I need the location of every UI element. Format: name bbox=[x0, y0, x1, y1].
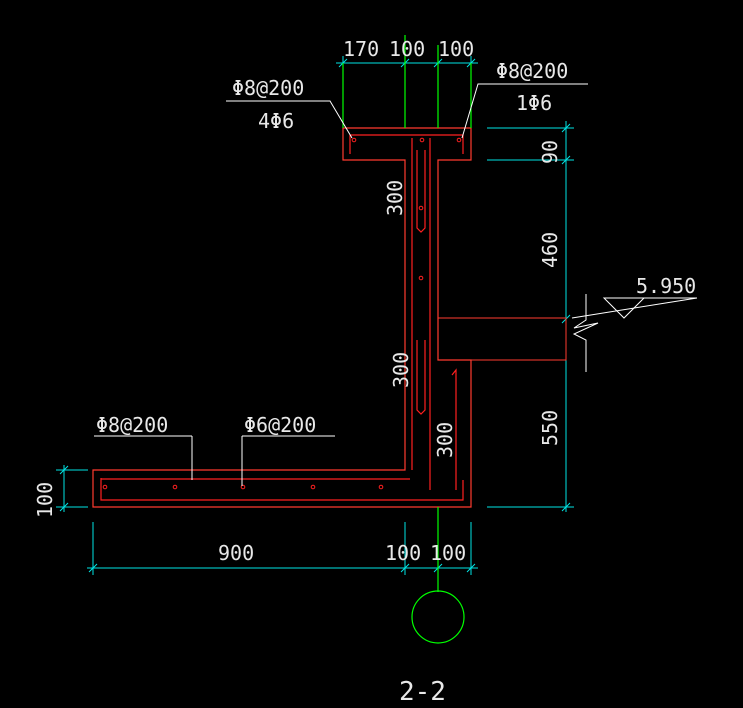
top-dim-100-b: 100 bbox=[438, 37, 474, 61]
left-dim-tick bbox=[59, 502, 69, 512]
slab-callout-2: Φ6@200 bbox=[244, 413, 316, 437]
concrete-section-shape bbox=[92, 127, 472, 508]
web-dim-300-lower: 300 bbox=[389, 352, 413, 388]
top-dim-100-a: 100 bbox=[389, 37, 425, 61]
bottom-dim-tick bbox=[88, 563, 98, 573]
rebar-dot bbox=[418, 275, 424, 281]
dimension-lines bbox=[56, 56, 574, 575]
left-dim-tick bbox=[59, 465, 69, 475]
left-callout-line1: Φ8@200 bbox=[232, 76, 304, 100]
bottom-dim-tick bbox=[466, 563, 476, 573]
rebar-group bbox=[100, 134, 464, 501]
rebar-dot bbox=[456, 137, 462, 143]
rebar-dot bbox=[310, 484, 316, 490]
concrete-outline bbox=[92, 127, 472, 508]
level-line bbox=[438, 317, 567, 361]
right-dim-tick bbox=[561, 123, 571, 133]
axis-group bbox=[342, 35, 472, 644]
left-callout-line2: 4Φ6 bbox=[258, 109, 294, 133]
level-group bbox=[438, 294, 698, 372]
right-callout-leader bbox=[461, 83, 489, 139]
rebar-dot bbox=[240, 484, 246, 490]
text-labels: 170 100 100 Φ8@200 4Φ6 Φ8@200 1Φ6 90 460… bbox=[33, 37, 696, 707]
right-dim-90: 90 bbox=[538, 140, 562, 164]
web-dim-300-upper: 300 bbox=[383, 180, 407, 216]
slab-bar-bottom bbox=[100, 478, 464, 501]
right-callout-line2: 1Φ6 bbox=[516, 91, 552, 115]
flange-stirrup bbox=[349, 134, 464, 154]
break-symbol bbox=[572, 294, 599, 372]
right-dim-550: 550 bbox=[538, 410, 562, 446]
bottom-dim-100-b: 100 bbox=[430, 541, 466, 565]
rebar-dot bbox=[172, 484, 178, 490]
web-lower-hook bbox=[416, 340, 426, 415]
bottom-dim-100-a: 100 bbox=[385, 541, 421, 565]
elevation-triangle bbox=[602, 297, 646, 319]
right-dim-460: 460 bbox=[538, 232, 562, 268]
rebar-dot bbox=[351, 137, 357, 143]
right-dim-tick bbox=[561, 502, 571, 512]
rebar-dot bbox=[419, 137, 425, 143]
right-dim-tick bbox=[561, 155, 571, 165]
bottom-dim-tick bbox=[400, 563, 410, 573]
right-callout-line1: Φ8@200 bbox=[496, 59, 568, 83]
axis-bubble bbox=[411, 590, 465, 644]
section-title: 2-2 bbox=[399, 677, 446, 707]
rebar-dots bbox=[102, 137, 462, 490]
leg-dim-300: 300 bbox=[433, 422, 457, 458]
rebar-dot bbox=[102, 484, 108, 490]
top-dim-170: 170 bbox=[343, 37, 379, 61]
leader-lines bbox=[94, 83, 588, 486]
rebar-dot bbox=[378, 484, 384, 490]
left-callout-leader bbox=[318, 100, 353, 139]
slab-callout-1: Φ8@200 bbox=[96, 413, 168, 437]
elevation-label: 5.950 bbox=[636, 274, 696, 298]
web-bar-hook bbox=[416, 150, 426, 233]
rebar-dot bbox=[418, 205, 424, 211]
left-dim-100: 100 bbox=[33, 482, 57, 518]
leg-bar bbox=[451, 368, 457, 490]
bottom-dim-900: 900 bbox=[218, 541, 254, 565]
